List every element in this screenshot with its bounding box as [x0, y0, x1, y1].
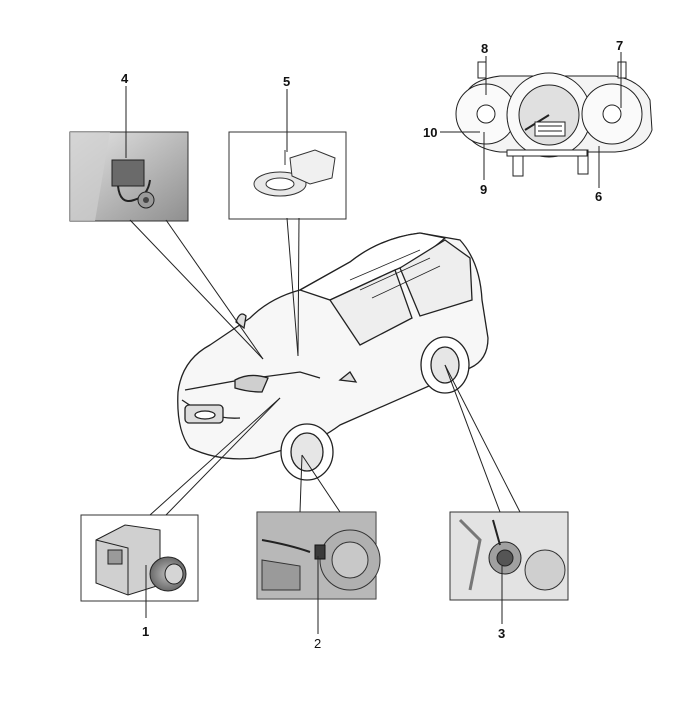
callout-4: 4: [121, 71, 129, 86]
callout-5: 5: [283, 74, 291, 89]
inset-box-4: [69, 131, 189, 222]
callout-7: 7: [616, 38, 624, 53]
callout-2: 2: [314, 636, 322, 651]
leader-lines: [125, 52, 622, 634]
callout-3: 3: [498, 626, 506, 641]
vehicle-illustration: [177, 232, 489, 481]
inset-box-2: [256, 511, 381, 600]
callout-1: 1: [142, 624, 150, 639]
inset-box-1: [80, 514, 199, 602]
instrument-cluster: [455, 61, 653, 177]
callout-9: 9: [480, 182, 488, 197]
callout-8: 8: [481, 41, 489, 56]
inset-box-3: [449, 511, 569, 601]
callout-10: 10: [423, 125, 438, 140]
callout-6: 6: [595, 189, 603, 204]
